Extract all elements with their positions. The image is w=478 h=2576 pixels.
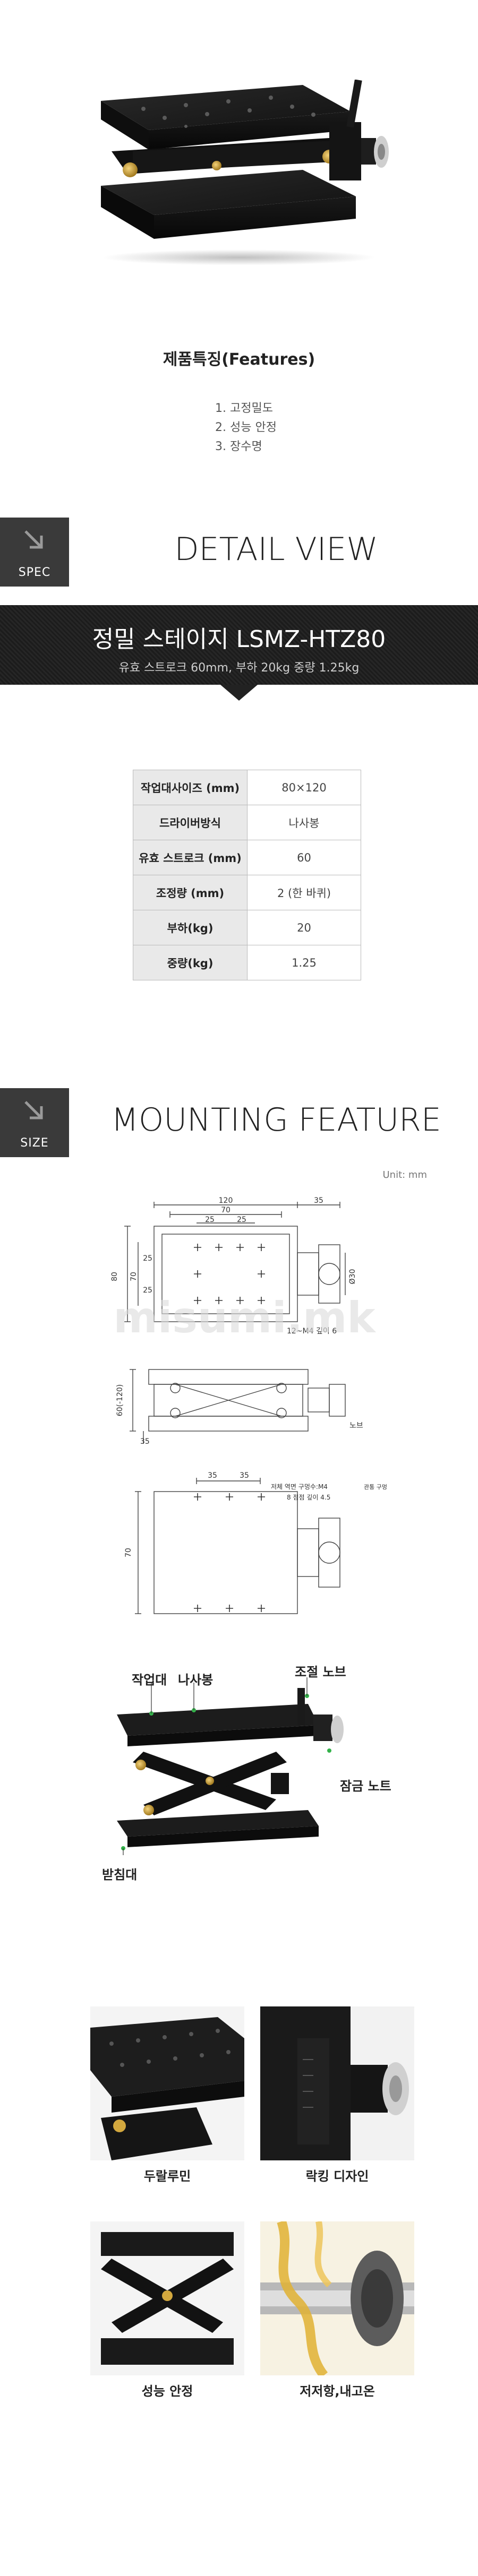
spec-key: 중량(kg): [133, 945, 247, 980]
table-row: 중량(kg)1.25: [133, 945, 361, 980]
feature-item: 2. 성능 안정: [215, 421, 277, 434]
photo-image: [260, 2006, 414, 2160]
part-label-adjust-knob: 조절 노브: [295, 1665, 346, 1679]
spec-value: 20: [247, 910, 361, 945]
gallery-photo-stable: [90, 2221, 244, 2375]
dim-25b: 25: [237, 1216, 246, 1224]
dim-35-top: 35: [314, 1196, 323, 1205]
unit-label: Unit: mm: [382, 1169, 428, 1181]
spec-value: 나사봉: [247, 805, 361, 840]
features-list: 1. 고정밀도 2. 성능 안정 3. 장수명: [215, 399, 277, 456]
hero-shadow: [101, 249, 377, 265]
watermark: misumi.mk: [113, 1293, 376, 1342]
spec-badge-label: SPEC: [18, 566, 51, 579]
technical-drawing: 120 70 25 25 35 80 70 25 25 Ø30 12~M4 깊이…: [110, 1196, 387, 1614]
part-label-screw: 나사봉: [178, 1673, 214, 1687]
part-label-base: 받침대: [102, 1867, 138, 1882]
features-title: 제품특징(Features): [163, 350, 315, 369]
arrow-down-right-icon: [24, 1101, 43, 1119]
knob-note: 노브: [349, 1421, 363, 1430]
gallery-photo-resistance: [260, 2221, 414, 2375]
gallery-caption: 성능 안정: [141, 2384, 193, 2399]
dim-35b: 35: [208, 1471, 217, 1480]
spec-key: 유효 스트로크 (mm): [133, 840, 247, 875]
spec-value: 2 (한 바퀴): [247, 875, 361, 910]
bottom-note-3: 관통 구멍: [364, 1484, 387, 1491]
arrow-down-right-icon: [24, 530, 43, 549]
part-label-lock-knob: 잠금 노트: [340, 1779, 391, 1794]
bottom-note-1: 저체 역면 구멍수:M4: [271, 1483, 328, 1491]
spec-key: 작업대사이즈 (mm): [133, 770, 247, 805]
size-badge: SIZE: [0, 1088, 69, 1157]
spec-key: 부하(kg): [133, 910, 247, 945]
hole-note: 12~M4 깊이 6: [287, 1327, 337, 1336]
table-row: 작업대사이즈 (mm)80×120: [133, 770, 361, 805]
parts-diagram: [117, 1677, 344, 1855]
gallery-photo-duralumin: [90, 2006, 244, 2160]
gallery-photo-locking: [260, 2006, 414, 2160]
banner-subtitle: 유효 스트로크 60mm, 부하 20kg 중량 1.25kg: [118, 661, 360, 675]
table-row: 조정량 (mm)2 (한 바퀴): [133, 875, 361, 910]
spec-value: 1.25: [247, 945, 361, 980]
photo-image: [90, 2006, 244, 2160]
table-row: 부하(kg)20: [133, 910, 361, 945]
hero-product-image: [101, 80, 389, 239]
dim-120: 120: [219, 1196, 233, 1205]
dim-35: 35: [140, 1437, 150, 1446]
spec-value: 60: [247, 840, 361, 875]
dim-25-side2: 25: [143, 1286, 152, 1295]
photo-image: [90, 2221, 244, 2375]
dim-70: 70: [221, 1206, 231, 1214]
spec-key: 조정량 (mm): [133, 875, 247, 910]
dim-30: Ø30: [348, 1269, 357, 1285]
detail-view-heading: DETAIL VIEW: [174, 531, 378, 568]
table-row: 유효 스트로크 (mm)60: [133, 840, 361, 875]
banner-notch: [220, 685, 258, 701]
spec-value: 80×120: [247, 770, 361, 805]
feature-item: 1. 고정밀도: [215, 402, 273, 415]
dim-60: 60(-120): [116, 1384, 124, 1417]
mounting-feature-heading: MOUNTING FEATURE: [111, 1101, 441, 1139]
dim-25a: 25: [205, 1216, 215, 1224]
gallery-caption: 저저항,내고온: [300, 2384, 375, 2399]
spec-badge: SPEC: [0, 518, 69, 587]
dim-70-bottom: 70: [124, 1548, 133, 1557]
product-banner: [0, 605, 478, 685]
dim-80: 80: [110, 1272, 119, 1281]
size-badge-label: SIZE: [20, 1136, 49, 1150]
gallery-caption: 두랄루민: [143, 2169, 191, 2184]
banner-title: 정밀 스테이지 LSMZ-HTZ80: [92, 626, 386, 653]
dim-25-side: 25: [143, 1254, 152, 1263]
gallery-caption: 락킹 디자인: [305, 2169, 369, 2184]
feature-item: 3. 장수명: [215, 440, 262, 453]
photo-image: [260, 2221, 414, 2375]
dim-35c: 35: [240, 1471, 249, 1480]
dim-70-side: 70: [130, 1272, 138, 1281]
spec-key: 드라이버방식: [133, 805, 247, 840]
part-label-worktable: 작업대: [132, 1673, 167, 1687]
bottom-note-2: 8 점점 깊이 4.5: [287, 1494, 330, 1501]
